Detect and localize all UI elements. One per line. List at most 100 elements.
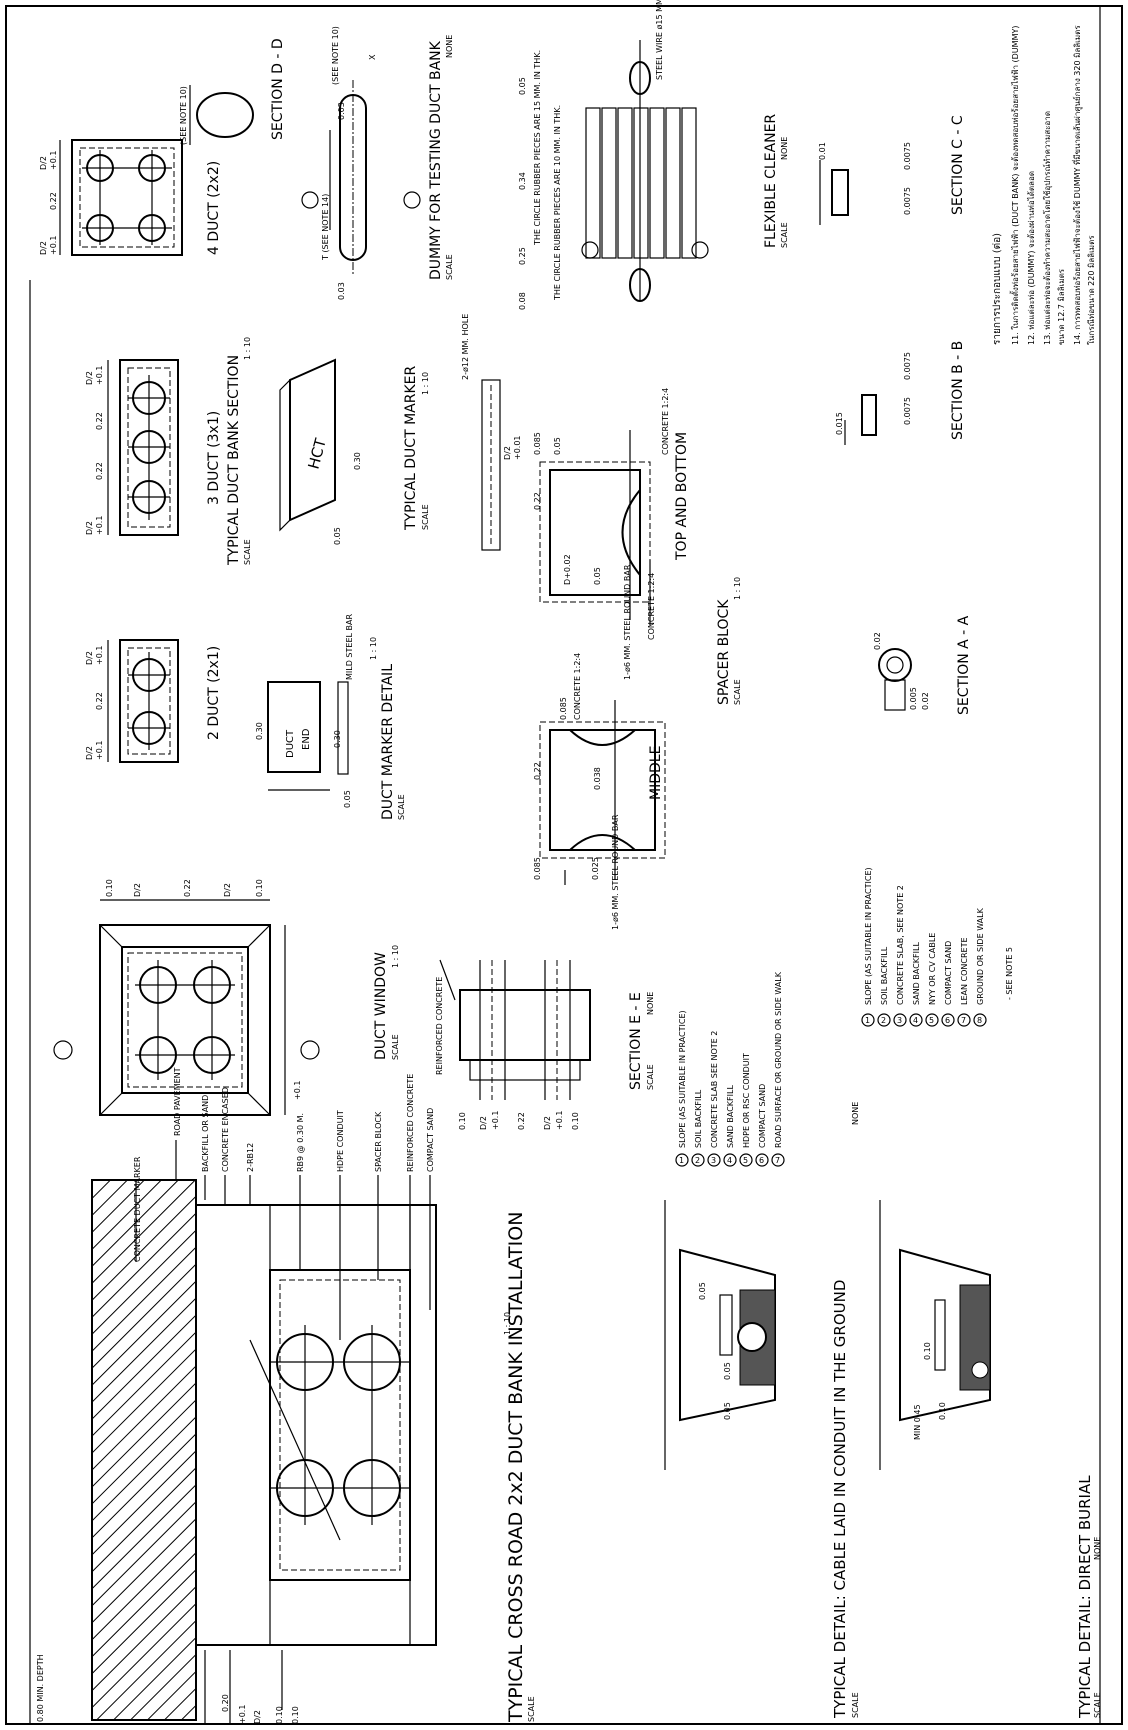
burial-scale: SCALE — [1093, 1692, 1102, 1718]
cleaner-ring-top — [629, 61, 651, 95]
spacer-middle-label-2: CONCRETE 1:2:4 — [573, 653, 582, 720]
cross-road-label-5: 2-RB12 — [246, 1143, 255, 1172]
cross-road-detail: CONCRETE DUCT MARKER ROAD PAVEMENT BACKF… — [36, 1067, 536, 1724]
cross-road-ratio: 1 : 10 — [503, 1312, 512, 1335]
section-ee-dim-4: 0.22 — [517, 1112, 526, 1130]
cross-road-label-8: SPACER BLOCK — [374, 1111, 383, 1172]
cross-road-title: TYPICAL CROSS ROAD 2x2 DUCT BANK INSTALL… — [505, 1212, 527, 1723]
spacer-middle-title: MIDDLE — [648, 746, 664, 800]
svg-text:3: 3 — [897, 1016, 902, 1025]
cleaner-label-4: 0.05 — [518, 77, 527, 95]
burial-legend-1: SLOPE (AS SUITABLE IN PRACTICE) — [864, 867, 873, 1005]
duct-3x1-dim-1: D/2 — [85, 371, 94, 385]
duct-3x1-title: 3 DUCT (3x1) — [206, 411, 222, 505]
duct-3x1-dim-3: 0.22 — [95, 412, 104, 430]
marker-hole-label: 2-ø12 MM. HOLE — [461, 314, 470, 380]
dummy-dim-5: X — [368, 54, 377, 60]
note-13b: ขนาด 12.7 มิลลิเมตร — [1057, 268, 1066, 345]
note-14: 14. การทดสอบท่อร้อยสายไฟฟ้าจะต้องใช้ DUM… — [1071, 25, 1083, 345]
burial-none: NONE — [1093, 1537, 1102, 1560]
duct-window-detail: 0.10 D/2 0.22 D/2 0.10 +0.1 DUCT WINDOW … — [53, 879, 400, 1116]
section-ee-dim-1: 0.10 — [458, 1112, 467, 1130]
section-ee-title: SECTION E - E — [628, 992, 644, 1090]
cross-road-dim-3: 0.10 — [275, 1706, 284, 1724]
spacer-top-label-4: 0.085 — [533, 432, 542, 455]
spacer-top-title: TOP AND BOTTOM — [674, 432, 690, 561]
svg-text:6: 6 — [759, 1156, 764, 1165]
duct-window-scale: SCALE — [391, 1034, 400, 1060]
svg-text:7: 7 — [775, 1156, 780, 1165]
window-dim-4: D/2 — [223, 883, 232, 897]
section-ee-detail: REINFORCED CONCRETE 0.10 D/2 +0.1 0.22 D… — [435, 959, 655, 1130]
marker-letters: HCT — [304, 436, 330, 471]
duct-3x1-dim-5: D/2 — [85, 521, 94, 535]
section-ee-none: NONE — [646, 992, 655, 1015]
typical-duct-marker-detail: HCT 0.30 0.05 TYPICAL DUCT MARKER SCALE … — [279, 314, 501, 551]
section-cc-title: SECTION C - C — [950, 115, 966, 215]
cross-road-dim-6: 0.10 — [291, 1706, 300, 1724]
section-cc-detail: 0.01 0.0075 0.0075 SECTION C - C — [818, 115, 966, 225]
flexible-cleaner-detail: THE CIRCLE RUBBER PIECES ARE 15 MM. IN T… — [518, 0, 789, 310]
duct-2x2-dim-4: D/2 — [39, 241, 48, 255]
conduit-legend-7: ROAD SURFACE OR GROUND OR SIDE WALK — [774, 971, 783, 1148]
svg-text:1: 1 — [865, 1016, 870, 1025]
mild-steel-bar — [337, 681, 349, 775]
conduit-scale: SCALE — [851, 1692, 860, 1718]
duct-3x1-detail: D/2 +0.1 0.22 0.22 D/2 +0.1 3 DUCT (3x1)… — [85, 337, 252, 566]
section-e-marker-bottom — [300, 1040, 320, 1060]
cross-road-label-10: COMPACT SAND — [426, 1108, 435, 1172]
burial-legend-8: GROUND OR SIDE WALK — [976, 907, 985, 1005]
spacer-top-label-7: 0.05 — [593, 567, 602, 585]
marker-dim-len: 0.30 — [353, 452, 362, 470]
dummy-none: NONE — [445, 35, 454, 58]
duct-2x1-dim-4: D/2 — [85, 746, 94, 760]
conduit-title: TYPICAL DETAIL: CABLE LAID IN CONDUIT IN… — [831, 1280, 849, 1719]
duct-window-outer — [99, 924, 271, 1116]
cleaner-label-2: THE CIRCLE RUBBER PIECES ARE 10 MM. IN T… — [553, 105, 562, 301]
burial-title: TYPICAL DETAIL: DIRECT BURIAL — [1076, 1475, 1094, 1719]
duct-2x1-dim-2: +0.1 — [95, 646, 104, 665]
duct-2x1-dim-1: D/2 — [85, 651, 94, 665]
spacer-top-label-2: CONCRETE 1:2:4 — [647, 573, 656, 640]
spacer-top-label-1: 1-ø6 MM. STEEL ROUND BAR — [623, 564, 632, 680]
svg-text:5: 5 — [929, 1016, 934, 1025]
spacer-block-scale: SCALE — [733, 679, 742, 705]
burial-dim-2: 0.10 — [923, 1342, 932, 1360]
window-dim-5: 0.10 — [255, 879, 264, 897]
duct-end-dim-bar: 0.05 — [343, 790, 352, 808]
svg-text:2: 2 — [881, 1016, 886, 1025]
burial-legend-7: LEAN CONCRETE — [960, 937, 969, 1005]
duct-2x1-title: 2 DUCT (2x1) — [206, 646, 222, 740]
cleaner-label-1: THE CIRCLE RUBBER PIECES ARE 15 MM. IN T… — [533, 50, 542, 246]
duct-window-title: DUCT WINDOW — [373, 952, 389, 1060]
cleaner-label-5: 0.34 — [518, 172, 527, 190]
cross-road-label-2: ROAD PAVEMENT — [173, 1067, 182, 1136]
road-pavement-hatch — [91, 1179, 197, 1721]
flexible-cleaner-title: FLEXIBLE CLEANER — [763, 114, 779, 248]
section-ee-dim-3: +0.1 — [491, 1111, 500, 1130]
spacer-block-ratio: 1 : 10 — [733, 577, 742, 600]
burial-legend-6: COMPACT SAND — [944, 941, 953, 1005]
spacer-block-title-text: SPACER BLOCK — [716, 599, 732, 705]
duct-2x1-dim-3: 0.22 — [95, 692, 104, 710]
spacer-top-label-5: 0.05 — [553, 437, 562, 455]
duct-2x2-outer — [71, 139, 183, 256]
cross-road-label-7: HDPE CONDUIT — [336, 1110, 345, 1172]
svg-text:3: 3 — [711, 1156, 716, 1165]
duct-2x2-dim-1: D/2 — [39, 156, 48, 170]
section-ee-dim-5: D/2 — [543, 1116, 552, 1130]
section-ee-scale: SCALE — [646, 1064, 655, 1090]
cross-road-label-1: CONCRETE DUCT MARKER — [133, 1156, 142, 1262]
section-bb-body — [861, 394, 877, 436]
section-ee-dim-7: 0.10 — [571, 1112, 580, 1130]
typical-duct-bank-section-scale: SCALE — [243, 539, 252, 565]
spacer-middle-label-4: 0.085 — [533, 857, 542, 880]
duct-2x2-dim-5: +0.1 — [49, 236, 58, 255]
typical-duct-bank-section-ratio: 1 : 10 — [243, 337, 252, 360]
note-11: 11. ในการติดตั้งท่อร้อยสายไฟฟ้า (DUCT BA… — [1009, 26, 1020, 345]
dummy-title: DUMMY FOR TESTING DUCT BANK — [428, 40, 444, 280]
spacer-middle-label-5: 0.025 — [591, 857, 600, 880]
note-12: 12. ท่อแต่ละท่อ (DUMMY) จะต้องผ่านท่อได้… — [1027, 171, 1036, 345]
svg-text:5: 5 — [743, 1156, 748, 1165]
cross-road-scale: SCALE — [527, 1696, 536, 1722]
